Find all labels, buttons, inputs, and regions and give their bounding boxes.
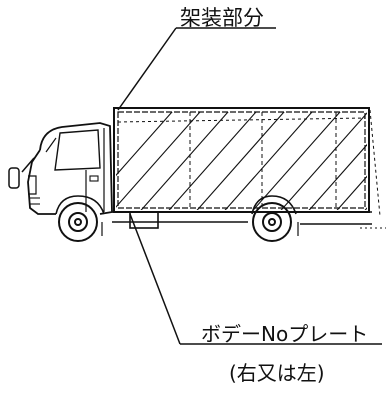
truck-cab xyxy=(27,122,113,215)
chassis xyxy=(55,195,372,236)
cargo-box xyxy=(113,107,381,217)
body-number-plate-label: ボデーNoプレート xyxy=(201,322,369,346)
rear-wheel xyxy=(252,202,292,242)
plate-leader-line xyxy=(129,213,382,345)
body-leader-line xyxy=(117,27,276,111)
body-section-label: 架装部分 xyxy=(180,6,264,30)
side-mirror xyxy=(8,157,35,189)
plate-side-note: (右又は左) xyxy=(229,361,325,385)
body-hatching xyxy=(116,112,367,210)
front-wheel xyxy=(58,202,98,242)
